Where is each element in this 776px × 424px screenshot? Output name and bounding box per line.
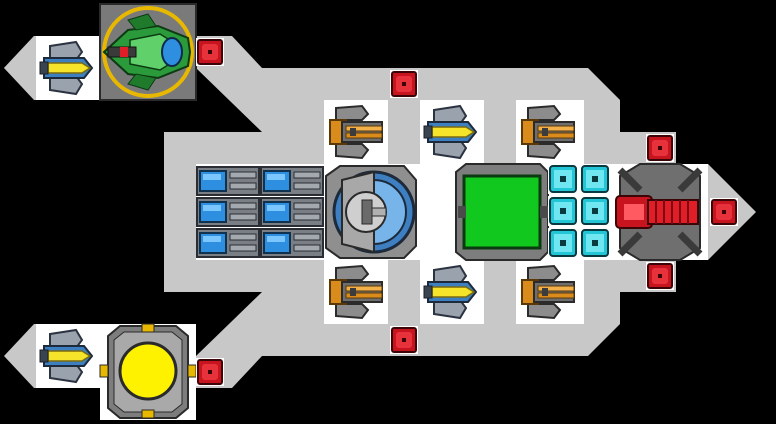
laser-turret[interactable] xyxy=(419,259,485,325)
battery-cell xyxy=(195,196,261,228)
hangar-bay[interactable] xyxy=(99,3,197,101)
red-engine[interactable] xyxy=(612,163,708,261)
laser-turret[interactable] xyxy=(419,99,485,165)
green-core-icon xyxy=(462,174,542,250)
battery-cell xyxy=(259,165,325,197)
cyan-shield-icon xyxy=(579,227,611,259)
battery-cell xyxy=(195,165,261,197)
armor-node[interactable] xyxy=(389,69,419,99)
green-core[interactable] xyxy=(455,163,549,261)
cannon-turret[interactable] xyxy=(323,259,389,325)
cannon-turret[interactable] xyxy=(515,259,581,325)
cyan-shield-icon xyxy=(547,195,579,227)
armor-node[interactable] xyxy=(389,325,419,355)
armor-node[interactable] xyxy=(645,133,675,163)
armor-node[interactable] xyxy=(195,357,225,387)
cannon-turret[interactable] xyxy=(515,99,581,165)
laser-turret[interactable] xyxy=(35,35,101,101)
battery-cell xyxy=(259,196,325,228)
armor-node[interactable] xyxy=(709,197,739,227)
battery-cell xyxy=(195,227,261,259)
cyan-shield-icon xyxy=(579,163,611,195)
cyan-shield-icon xyxy=(579,195,611,227)
yellow-reactor-icon xyxy=(118,341,178,401)
reactor[interactable] xyxy=(99,323,197,420)
armor-node[interactable] xyxy=(645,261,675,291)
green-fighter-icon xyxy=(102,13,192,91)
laser-turret[interactable] xyxy=(35,323,101,389)
cannon-turret[interactable] xyxy=(323,99,389,165)
red-engine-icon xyxy=(615,195,699,229)
cyan-shield-icon xyxy=(547,163,579,195)
cyan-shield-icon xyxy=(547,227,579,259)
battery-cell xyxy=(259,227,325,259)
command-bridge[interactable] xyxy=(325,165,417,259)
armor-node[interactable] xyxy=(195,37,225,67)
battery-bank[interactable] xyxy=(195,165,325,259)
